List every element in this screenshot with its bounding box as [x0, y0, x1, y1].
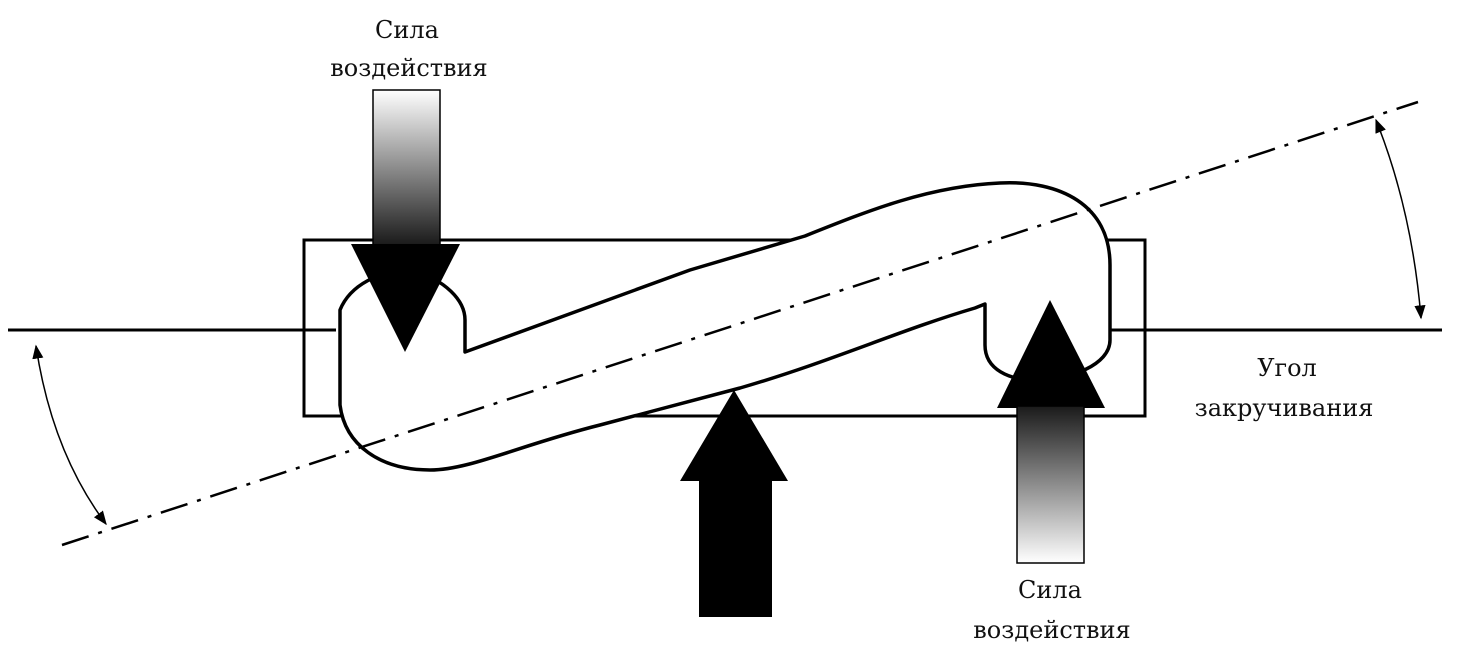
support-arrow-bottom-center — [680, 390, 788, 481]
support-arrow-bottom-center-shaft — [699, 479, 772, 617]
force-label-top-line1: Сила — [375, 16, 439, 44]
twisted-tube — [338, 181, 1112, 472]
force-label-top-line2: воздействия — [330, 54, 487, 82]
force-label-bottom-line2: воздействия — [973, 616, 1130, 644]
angle-arc-right — [1375, 118, 1426, 320]
twist-angle-label-line1: Угол — [1257, 354, 1317, 382]
force-label-bottom-line1: Сила — [1018, 576, 1082, 604]
twist-angle-label-line2: закручивания — [1195, 394, 1374, 422]
force-arrow-top — [351, 89, 460, 352]
force-arrow-bottom-right — [997, 300, 1105, 564]
angle-arc-left — [32, 344, 107, 526]
